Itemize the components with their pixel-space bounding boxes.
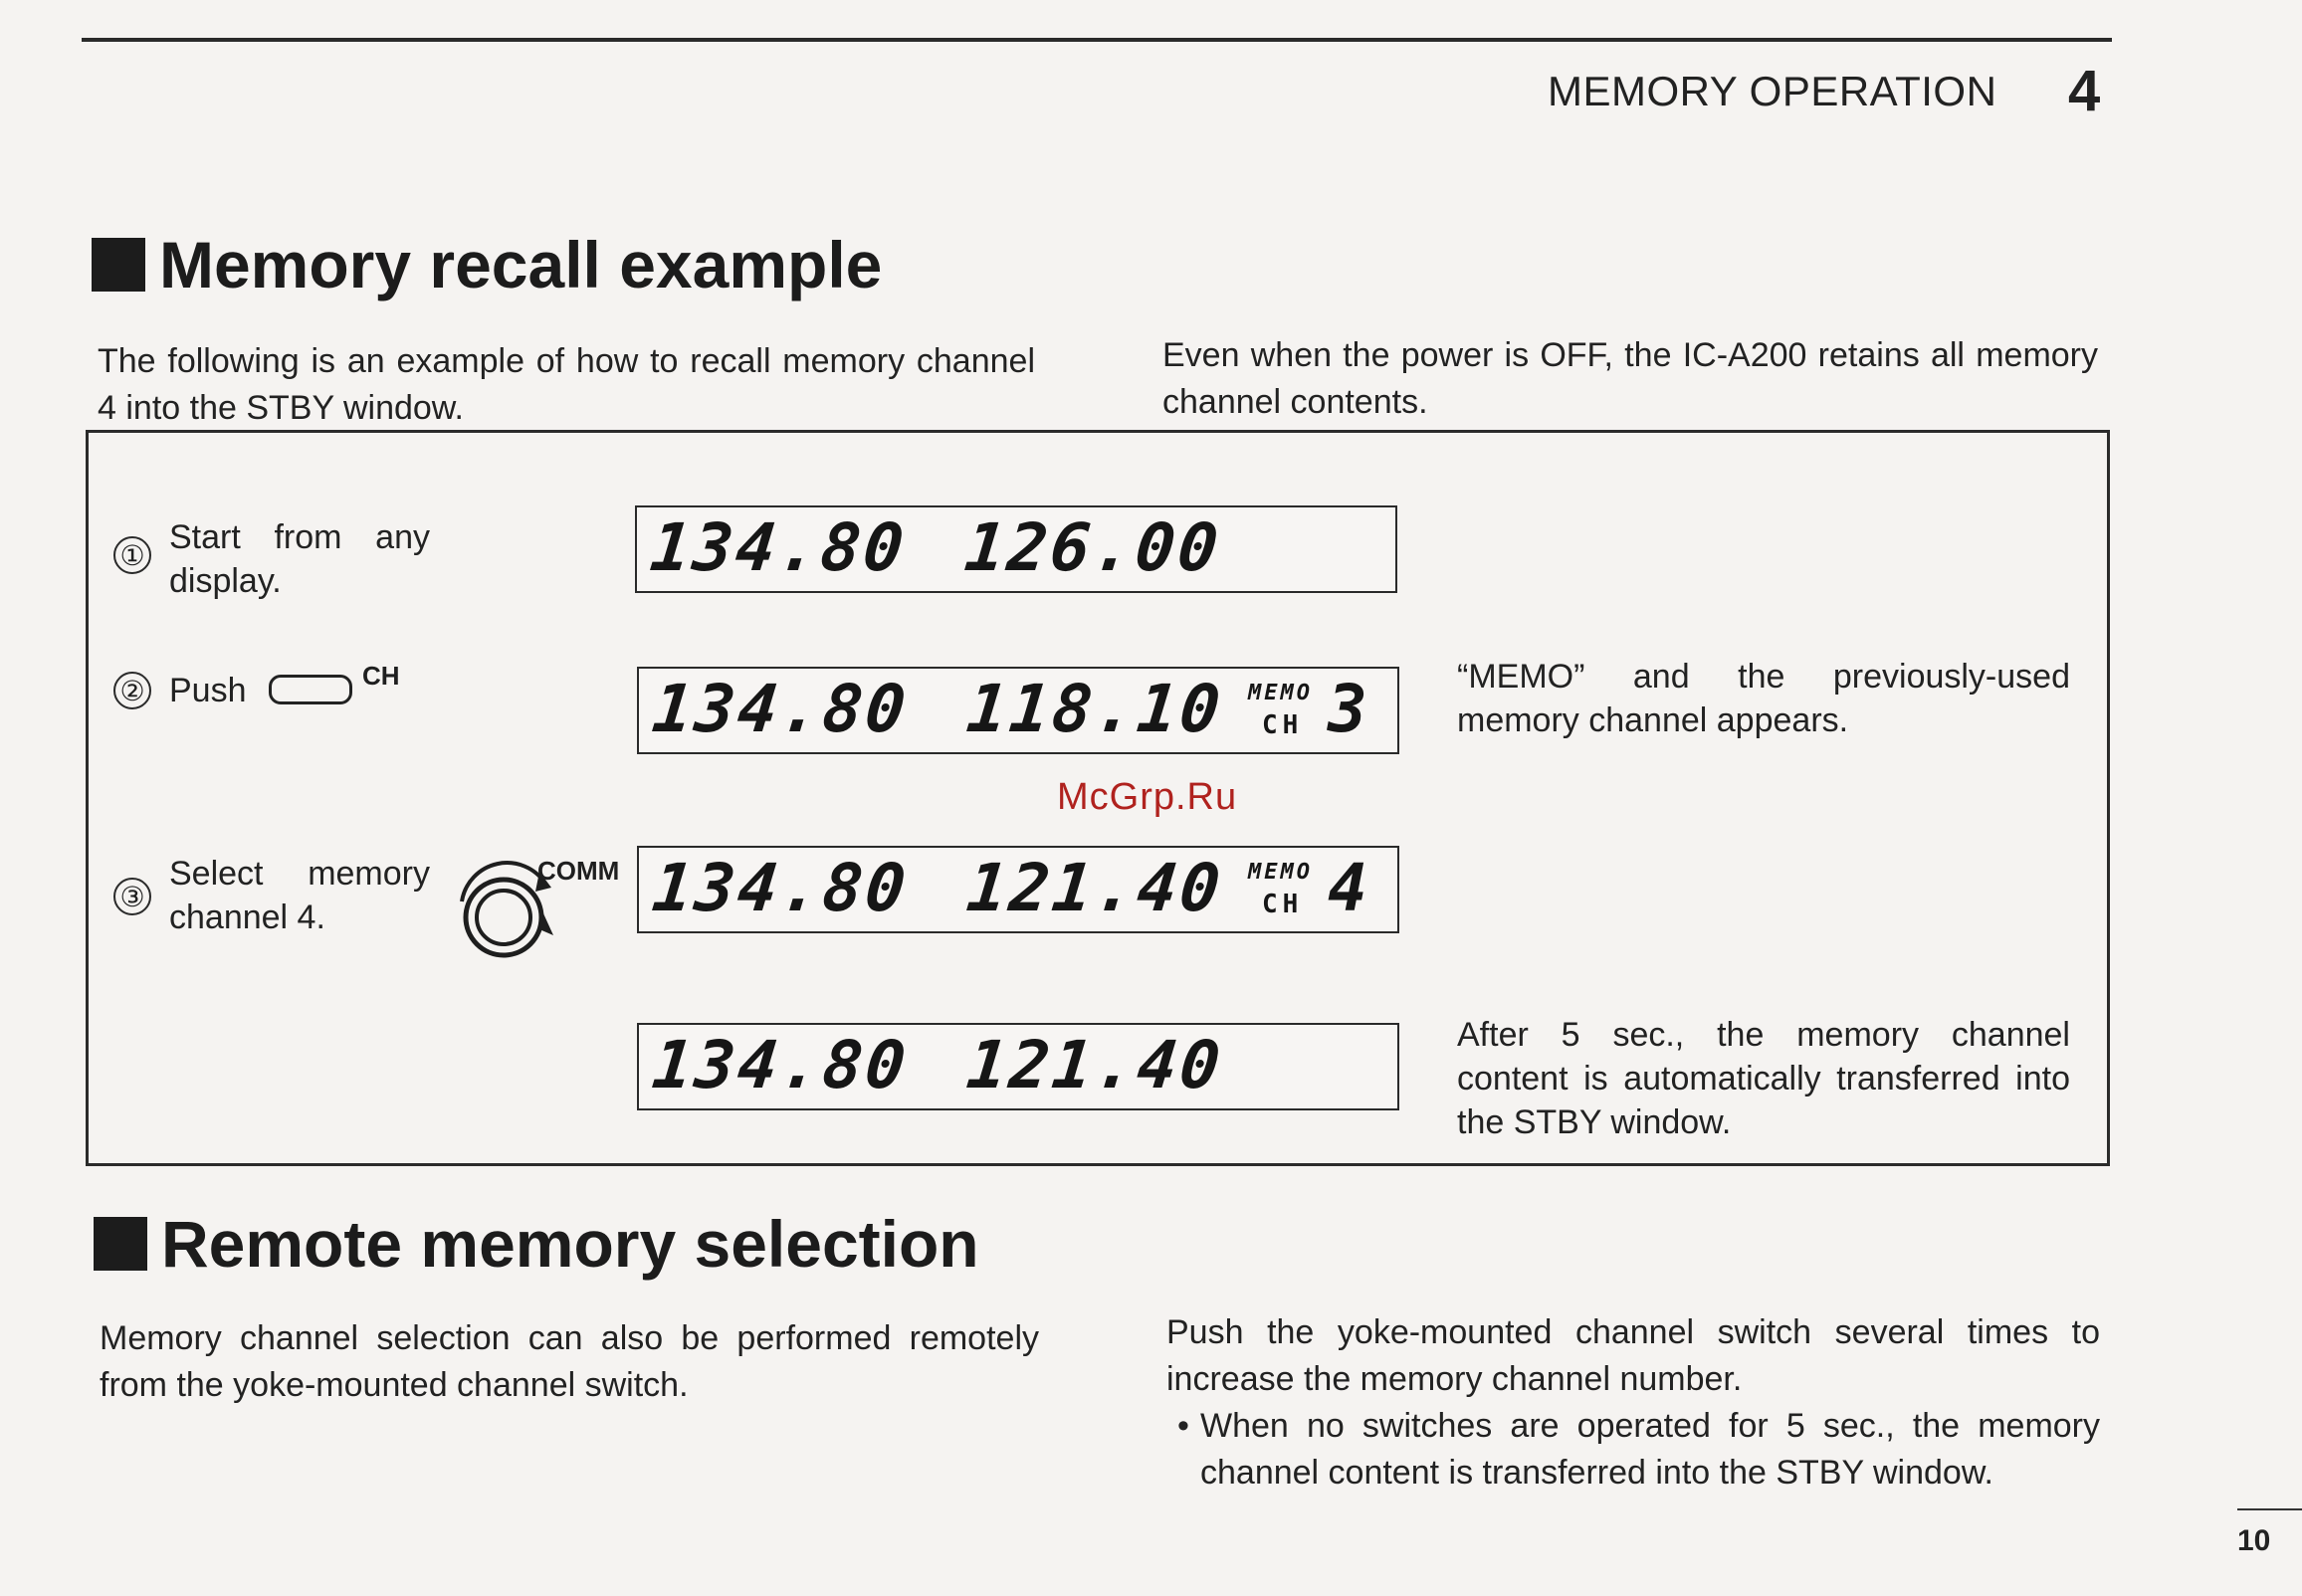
header-rule	[82, 38, 2112, 42]
step-3-word-2: memory	[308, 855, 430, 893]
lcd-display-3: 134.80 121.40 MEMO CH 4	[637, 846, 1399, 933]
lcd-4-standby-frequency: 121.40	[962, 1027, 1227, 1103]
step-2-number: ②	[113, 672, 151, 709]
lcd-3-memo-indicator: MEMO	[1248, 860, 1313, 885]
bullet-icon: •	[1177, 1407, 1189, 1445]
lcd-3-active-frequency: 134.80	[648, 850, 913, 926]
page-number: 10	[2237, 1524, 2271, 1557]
memo-note: “MEMO” and the previously-used memory ch…	[1457, 658, 2070, 739]
lcd-4-active-frequency: 134.80	[648, 1027, 913, 1103]
lcd-2-channel-number: 3	[1328, 671, 1367, 747]
heading-square-icon	[92, 238, 145, 292]
ch-button-label: CH	[362, 661, 400, 691]
page-number-rule	[2237, 1508, 2302, 1510]
step-2-label: Push	[169, 672, 247, 709]
remote-right-paragraph: Push the yoke-mounted channel switch sev…	[1166, 1313, 2100, 1398]
lcd-2-standby-frequency: 118.10	[962, 671, 1227, 747]
recall-example-box	[86, 430, 2110, 1166]
comm-knob-icon	[460, 861, 553, 958]
lcd-2-memo-indicator: MEMO	[1248, 681, 1313, 705]
step-3-word-1: Select	[169, 855, 264, 893]
section-title: MEMORY OPERATION	[1548, 68, 1997, 114]
comm-knob-label: COMM	[537, 856, 620, 886]
step-1-number: ①	[113, 536, 151, 574]
watermark: McGrp.Ru	[1057, 776, 1238, 818]
lcd-display-2: 134.80 118.10 MEMO CH 3	[637, 667, 1399, 754]
lcd-2-ch-indicator: CH	[1262, 710, 1304, 740]
remote-bullet: • When no switches are operated for 5 se…	[1166, 1403, 2100, 1496]
remote-left-paragraph: Memory channel selection can also be per…	[100, 1319, 1039, 1404]
step-1-word-2: from	[274, 518, 342, 556]
lcd-3-ch-indicator: CH	[1262, 890, 1304, 919]
transfer-note: After 5 sec., the memory channel content…	[1457, 1016, 2070, 1141]
intro-left-paragraph: The following is an example of how to re…	[98, 342, 1035, 427]
lcd-3-standby-frequency: 121.40	[962, 850, 1227, 926]
intro-right-paragraph: Even when the power is OFF, the IC-A200 …	[1162, 336, 2098, 421]
step-3-text: Select memory channel 4.	[169, 852, 430, 939]
heading-square-icon	[94, 1217, 147, 1271]
step-3-line-2: channel 4.	[169, 898, 325, 936]
memory-recall-heading-text: Memory recall example	[159, 228, 883, 301]
step-3-number: ③	[113, 878, 151, 915]
step-1-word-3: any	[375, 518, 430, 556]
memory-recall-heading: Memory recall example	[92, 227, 882, 302]
lcd-1-standby-frequency: 126.00	[960, 509, 1225, 586]
lcd-3-channel-number: 4	[1328, 850, 1367, 926]
step-1-word-1: Start	[169, 518, 241, 556]
lcd-2-active-frequency: 134.80	[648, 671, 913, 747]
remote-bullet-text: When no switches are operated for 5 sec.…	[1200, 1407, 2100, 1492]
step-1-text: Start from any display.	[169, 515, 430, 603]
remote-selection-heading: Remote memory selection	[94, 1206, 979, 1282]
lcd-1-active-frequency: 134.80	[646, 509, 911, 586]
lcd-display-1: 134.80 126.00	[635, 505, 1397, 593]
step-1-line-2: display.	[169, 562, 282, 600]
remote-selection-heading-text: Remote memory selection	[161, 1207, 979, 1281]
section-number: 4	[2068, 59, 2101, 123]
lcd-display-4: 134.80 121.40	[637, 1023, 1399, 1110]
ch-button-icon	[269, 675, 352, 704]
